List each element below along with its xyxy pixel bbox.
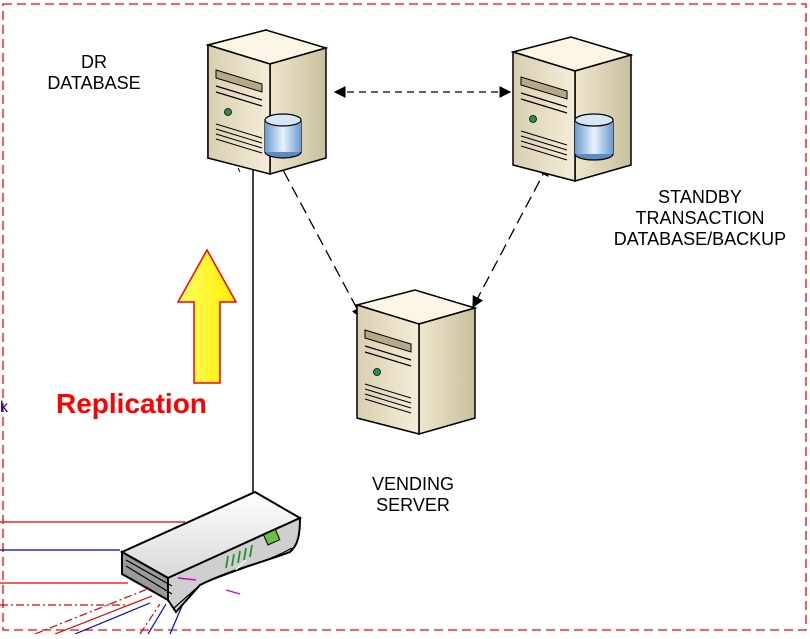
dr-server-icon [205, 29, 329, 175]
switch-icon [119, 490, 303, 614]
standby-label: STANDBY TRANSACTION DATABASE/BACKUP [613, 187, 787, 249]
vending-server-label: VENDING SERVER [371, 474, 454, 515]
link-dr-vending [274, 153, 363, 320]
standby-server-icon [510, 36, 634, 182]
cropped-edge-text: k [0, 399, 8, 416]
dr-database-label: DR DATABASE [47, 52, 141, 93]
switch-links [0, 521, 185, 635]
link-standby-vending [472, 163, 549, 309]
dr-database-icon [264, 113, 302, 159]
replication-label: Replication [56, 388, 207, 419]
vending-server-icon [354, 289, 478, 435]
standby-database-icon [574, 113, 614, 161]
replication-arrow-icon [176, 248, 238, 384]
